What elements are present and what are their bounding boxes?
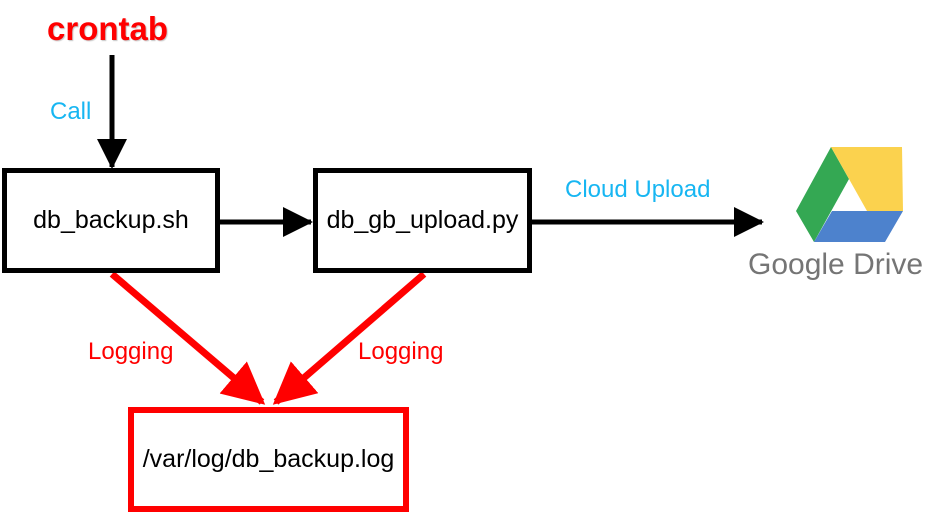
edge-label-call: Call (50, 98, 92, 125)
node-db-gb-upload-py[interactable]: db_gb_upload.py (313, 168, 532, 273)
crontab-title: crontab (47, 10, 169, 47)
google-drive-caption: Google Drive (748, 248, 924, 281)
google-drive-icon (796, 147, 903, 242)
node-db-backup-sh[interactable]: db_backup.sh (2, 168, 220, 273)
edge-upload-to-log (272, 271, 427, 405)
node-log-file-label: /var/log/db_backup.log (142, 445, 395, 473)
edge-label-logging-right: Logging (358, 338, 444, 365)
node-db-gb-upload-py-label: db_gb_upload.py (326, 206, 519, 234)
edge-label-cloud-upload: Cloud Upload (565, 176, 711, 203)
edge-label-logging-left: Logging (88, 338, 174, 365)
node-db-backup-sh-label: db_backup.sh (33, 206, 189, 234)
node-log-file[interactable]: /var/log/db_backup.log (128, 407, 409, 512)
edge-backup-to-log (109, 271, 266, 405)
